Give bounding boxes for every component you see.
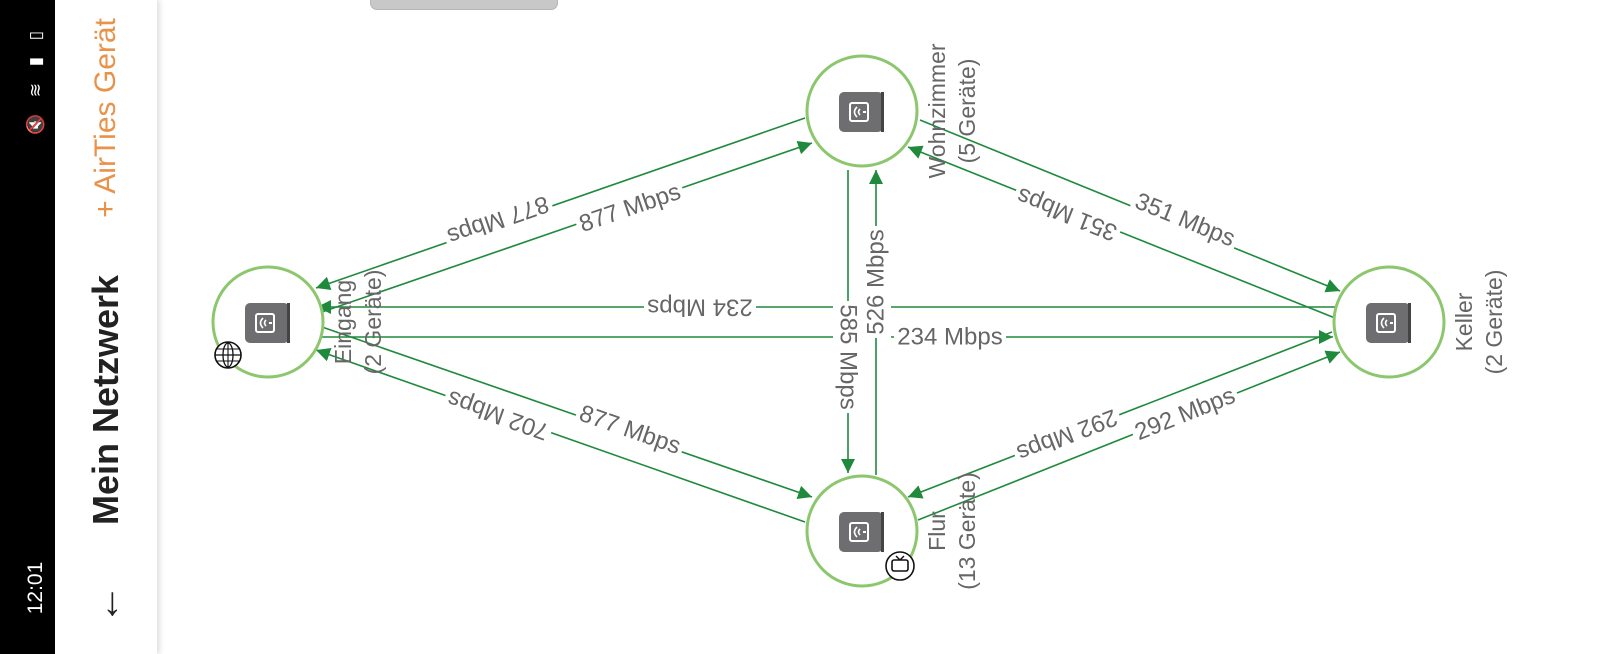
link-arrow-eingang-to-wohnzimmer	[321, 140, 813, 313]
node-name: Wohnzimmer	[924, 43, 950, 178]
link-label-bg	[894, 322, 1006, 352]
link-arrow-keller-to-flur	[907, 331, 1333, 499]
link-arrow-eingang-to-flur	[321, 326, 813, 500]
router-icon	[839, 512, 884, 552]
link-layer: 877 Mbps 877 Mbps 234 Mbps 234 Mbps 585 Mbps…	[315, 117, 1341, 523]
node-keller[interactable]: Keller(2 Geräte)	[1332, 265, 1507, 379]
link-label-bg	[440, 382, 556, 448]
drag-handle[interactable]	[370, 0, 558, 10]
link-label-bg	[1009, 400, 1125, 470]
link-label-bg	[572, 175, 688, 241]
node-device-count: (2 Geräte)	[1481, 270, 1507, 375]
router-icon	[245, 303, 290, 343]
app-bar	[55, 0, 157, 654]
node-flur[interactable]: Flur(13 Geräte)	[805, 472, 980, 590]
node-wohnzimmer[interactable]: Wohnzimmer(5 Geräte)	[805, 43, 980, 179]
node-device-count: (2 Geräte)	[360, 270, 386, 375]
link-rate-label: 877 Mbps	[576, 178, 684, 238]
node-name: Flur	[924, 511, 950, 551]
link-arrow-flur-to-eingang	[315, 348, 806, 523]
link-arrow-wohnzimmer-to-eingang	[315, 117, 806, 291]
status-bar: 🔇 ≋ ▮ ▯ 12:01	[0, 0, 55, 654]
link-rate-label: 526 Mbps	[863, 229, 890, 334]
globe-icon	[214, 341, 242, 369]
link-rate-label: 234 Mbps	[647, 294, 752, 321]
node-device-count: (5 Geräte)	[954, 59, 980, 164]
router-icon	[1366, 303, 1411, 343]
link-rate-label: 234 Mbps	[897, 324, 1002, 351]
link-arrow-keller-to-wohnzimmer	[907, 145, 1336, 319]
router-icon	[839, 92, 884, 132]
link-label-bg	[1127, 184, 1243, 256]
node-name: Keller	[1451, 292, 1477, 351]
link-rate-label: 702 Mbps	[444, 385, 552, 445]
link-arrow-wohnzimmer-to-keller	[919, 119, 1341, 293]
link-label-bg	[440, 187, 556, 253]
link-label-bg	[1127, 379, 1243, 449]
link-label-bg	[861, 226, 891, 338]
link-label-bg	[833, 301, 863, 413]
link-arrow-flur-to-keller	[917, 350, 1341, 521]
node-layer: Eingang(2 Geräte)Wohnzimmer(5 Geräte)Kel…	[211, 43, 1507, 590]
node-name: Eingang	[330, 280, 356, 364]
tv-icon	[885, 551, 915, 581]
link-rate-label: 877 Mbps	[576, 400, 684, 460]
back-arrow-icon[interactable]: ←	[83, 584, 128, 624]
node-device-count: (13 Geräte)	[954, 472, 980, 590]
node-eingang[interactable]: Eingang(2 Geräte)	[211, 265, 386, 379]
page-title: Mein Netzwerk	[85, 274, 126, 526]
add-device-button[interactable]: + AirTies Gerät	[89, 18, 122, 218]
link-label-bg	[572, 397, 688, 463]
link-label-bg	[1009, 179, 1125, 249]
link-rate-label: 877 Mbps	[444, 190, 552, 250]
link-rate-label: 585 Mbps	[835, 304, 862, 409]
link-label-bg	[644, 292, 756, 322]
